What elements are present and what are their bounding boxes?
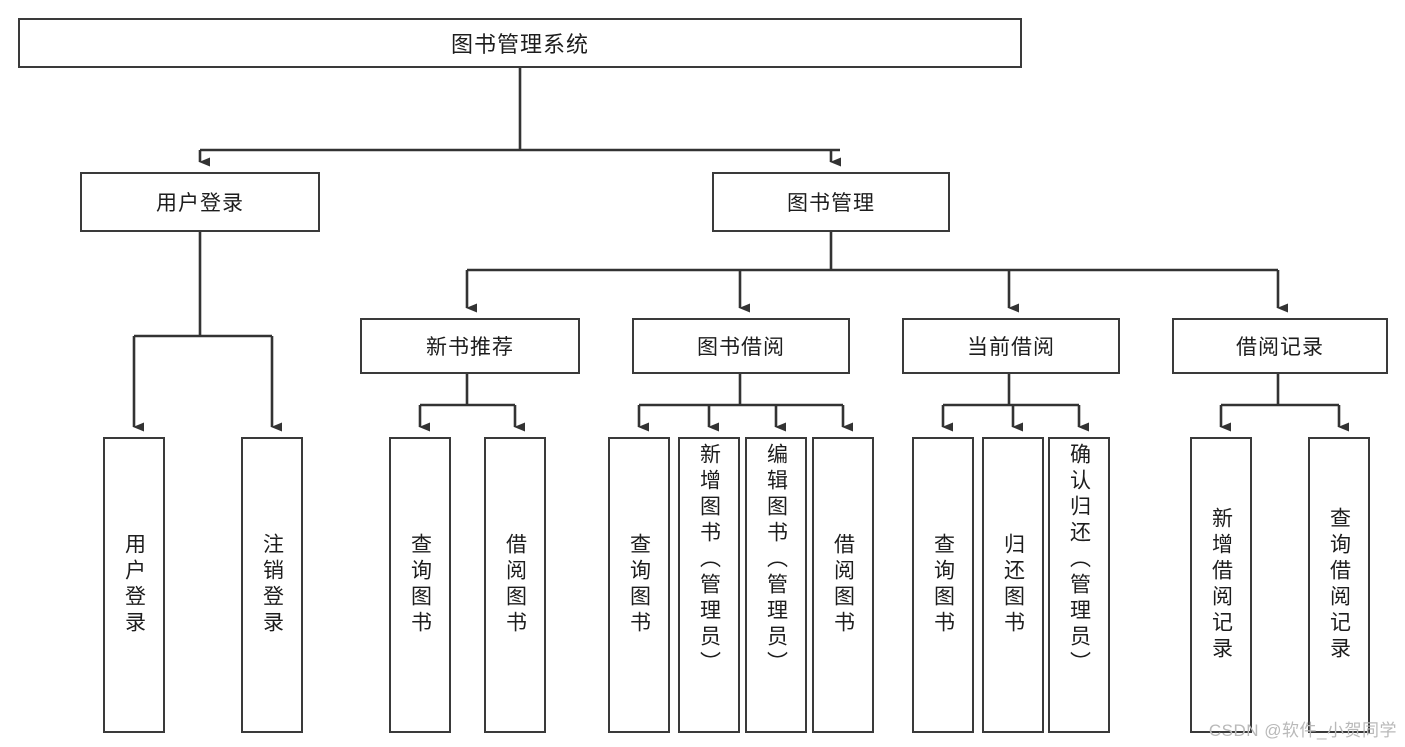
leaf-borrow-book-newbook[interactable]: 借阅图书: [484, 437, 546, 733]
leaf-query-book-newbook[interactable]: 查询图书: [389, 437, 451, 733]
node-label: 用户登录: [156, 192, 244, 215]
watermark-text: CSDN @软件_小贺同学: [1208, 721, 1397, 740]
leaf-logout[interactable]: 注销登录: [241, 437, 303, 733]
leaf-add-book-admin[interactable]: 新增图书（管理员）: [678, 437, 740, 733]
node-label: 查询图书: [627, 533, 651, 637]
leaf-confirm-return-admin[interactable]: 确认归还（管理员）: [1048, 437, 1110, 733]
node-label: 图书管理系统: [450, 32, 589, 57]
leaf-lend-book[interactable]: 借阅图书: [812, 437, 874, 733]
node-label: 借阅记录: [1236, 336, 1324, 359]
node-label: 借阅图书: [831, 533, 855, 637]
node-book-borrow[interactable]: 图书借阅: [632, 318, 850, 374]
node-new-book-recommend[interactable]: 新书推荐: [360, 318, 580, 374]
node-label: 确认归还（管理员）: [1067, 443, 1091, 677]
node-label: 查询图书: [931, 533, 955, 637]
node-label: 用户登录: [122, 533, 146, 637]
leaf-edit-book-admin[interactable]: 编辑图书（管理员）: [745, 437, 807, 733]
leaf-query-borrow-record[interactable]: 查询借阅记录: [1308, 437, 1370, 733]
node-label: 图书管理: [787, 192, 875, 215]
node-label: 图书借阅: [697, 336, 785, 359]
node-label: 新增图书（管理员）: [697, 443, 721, 677]
node-label: 当前借阅: [967, 336, 1055, 359]
leaf-user-login[interactable]: 用户登录: [103, 437, 165, 733]
node-current-borrow[interactable]: 当前借阅: [902, 318, 1120, 374]
node-label: 借阅图书: [503, 533, 527, 637]
leaf-query-book-current[interactable]: 查询图书: [912, 437, 974, 733]
leaf-add-borrow-record[interactable]: 新增借阅记录: [1190, 437, 1252, 733]
node-label: 归还图书: [1001, 533, 1025, 637]
node-label: 查询借阅记录: [1327, 507, 1351, 663]
node-label: 编辑图书（管理员）: [764, 443, 788, 677]
node-borrow-records[interactable]: 借阅记录: [1172, 318, 1388, 374]
node-label: 新增借阅记录: [1209, 507, 1233, 663]
node-label: 新书推荐: [426, 336, 514, 359]
leaf-return-book[interactable]: 归还图书: [982, 437, 1044, 733]
leaf-query-book-borrow[interactable]: 查询图书: [608, 437, 670, 733]
node-user-login[interactable]: 用户登录: [80, 172, 320, 232]
node-label: 查询图书: [408, 533, 432, 637]
node-root-system[interactable]: 图书管理系统: [18, 18, 1022, 68]
node-book-management[interactable]: 图书管理: [712, 172, 950, 232]
node-label: 注销登录: [260, 533, 284, 637]
